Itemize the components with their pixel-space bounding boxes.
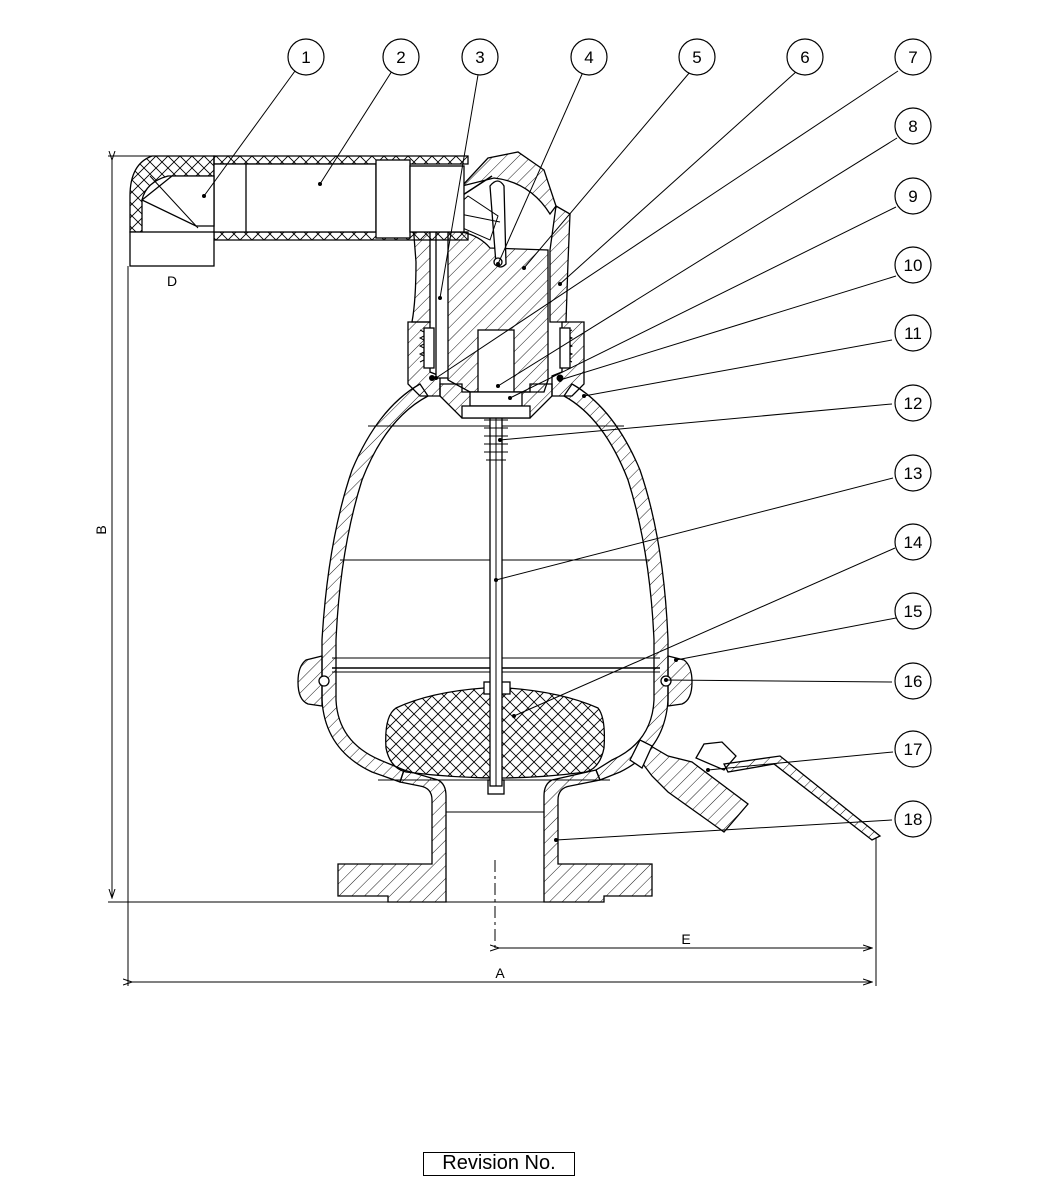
balloon-3: 3 <box>461 38 499 76</box>
svg-text:3: 3 <box>475 48 484 67</box>
svg-text:10: 10 <box>904 256 923 275</box>
svg-text:11: 11 <box>904 324 922 343</box>
balloon-7: 7 <box>894 38 932 76</box>
balloon-14: 14 <box>894 523 932 561</box>
dimension-e-label: E <box>681 931 690 947</box>
drain-valve <box>629 739 882 841</box>
svg-text:17: 17 <box>904 740 923 759</box>
balloon-5: 5 <box>678 38 716 76</box>
svg-text:5: 5 <box>692 48 701 67</box>
balloon-2: 2 <box>382 38 420 76</box>
svg-text:16: 16 <box>904 672 923 691</box>
svg-text:9: 9 <box>908 187 917 206</box>
outlet-elbow <box>129 155 469 267</box>
balloon-8: 8 <box>894 107 932 145</box>
balloon-9: 9 <box>894 177 932 215</box>
leader-dots <box>202 182 710 842</box>
revision-box: Revision No. <box>423 1152 575 1176</box>
balloon-15: 15 <box>894 592 932 630</box>
dimension-b-label: B <box>93 525 109 534</box>
svg-text:18: 18 <box>904 810 923 829</box>
dimension-a-label: A <box>495 965 505 981</box>
balloon-10: 10 <box>894 246 932 284</box>
svg-text:15: 15 <box>904 602 923 621</box>
balloon-16: 16 <box>894 662 932 700</box>
svg-text:4: 4 <box>584 48 593 67</box>
svg-text:6: 6 <box>800 48 809 67</box>
balloon-17: 17 <box>894 730 932 768</box>
svg-text:7: 7 <box>908 48 917 67</box>
leader-lines <box>203 70 899 841</box>
outlet-label: D <box>167 273 177 289</box>
balloon-4: 4 <box>570 38 608 76</box>
svg-text:14: 14 <box>904 533 923 552</box>
svg-text:8: 8 <box>908 117 917 136</box>
balloon-11: 11 <box>894 314 932 352</box>
svg-text:1: 1 <box>301 48 310 67</box>
balloon-12: 12 <box>894 384 932 422</box>
svg-text:2: 2 <box>396 48 405 67</box>
balloon-18: 18 <box>894 800 932 838</box>
balloon-1: 1 <box>287 38 325 76</box>
poppet-guide <box>435 175 549 419</box>
balloon-13: 13 <box>894 454 932 492</box>
balloon-6: 6 <box>786 38 824 76</box>
svg-text:13: 13 <box>904 464 923 483</box>
dimension-lines <box>108 156 877 986</box>
svg-text:12: 12 <box>904 394 923 413</box>
